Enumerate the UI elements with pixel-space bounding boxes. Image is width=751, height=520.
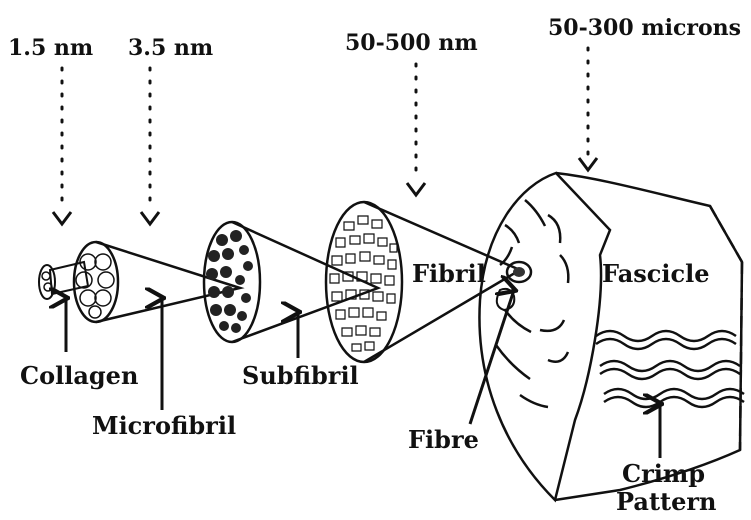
scale-pointer-fascicle (579, 48, 597, 170)
scale-pointer-fibril (407, 64, 425, 195)
scale-label-fascicle: 50-300 microns (548, 15, 741, 41)
subfibril-cone (204, 222, 378, 342)
scale-pointer-collagen (53, 68, 71, 224)
label-subfibril: Subfibril (242, 361, 359, 390)
label-fascicle: Fascicle (602, 259, 710, 288)
crimp-waves (596, 331, 744, 407)
label-fibre: Fibre (408, 425, 479, 454)
scale-label-collagen: 1.5 nm (8, 35, 93, 61)
scale-label-fibril: 50-500 nm (345, 30, 478, 56)
fascicle-block (479, 173, 744, 500)
label-pattern: Pattern (616, 487, 717, 516)
scale-label-microfibril: 3.5 nm (128, 35, 213, 61)
label-collagen: Collagen (20, 361, 138, 390)
label-fibril: Fibril (412, 259, 486, 288)
label-crimp: Crimp (622, 459, 705, 488)
label-microfibril: Microfibril (92, 411, 236, 440)
scale-pointer-microfibril (141, 68, 159, 224)
